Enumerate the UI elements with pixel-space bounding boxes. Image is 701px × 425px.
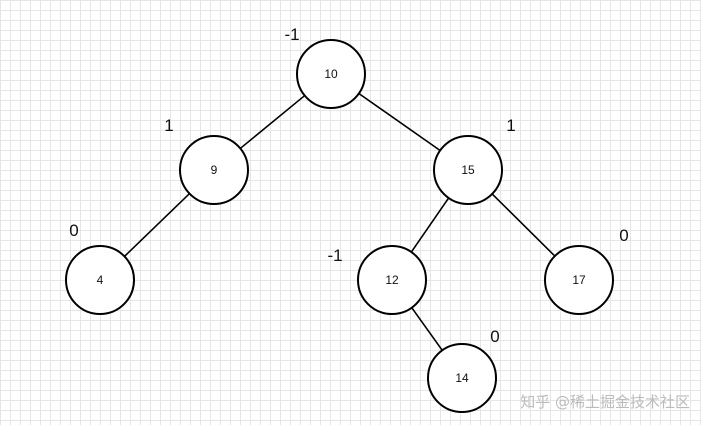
node-circle (296, 39, 366, 109)
tree-node-17: 17 0 (544, 226, 629, 315)
edge-n15-n12 (410, 197, 450, 253)
node-circle (427, 343, 497, 413)
tree-node-10: 10 -1 (284, 25, 366, 109)
node-label: 4 (97, 273, 104, 287)
watermark-text: 知乎 @稀土掘金技术社区 (520, 393, 690, 411)
node-circle (65, 245, 135, 315)
node-label: 17 (572, 273, 586, 287)
node-circle (179, 135, 249, 205)
tree-node-9: 91 (164, 116, 249, 205)
tree-node-4: 40 (65, 221, 135, 315)
edge-n10-n15 (358, 92, 441, 152)
balance-factor-label: 1 (506, 116, 515, 135)
node-label: 14 (455, 371, 469, 385)
node-label: 10 (324, 67, 338, 81)
balance-factor-label: 0 (69, 221, 78, 240)
tree-node-12: 12 -1 (327, 245, 427, 315)
node-circle (544, 245, 614, 315)
balance-factor-label: 0 (619, 226, 628, 245)
tree-node-14: 14 0 (427, 327, 500, 413)
balance-factor-label: -1 (327, 246, 342, 265)
node-label: 9 (211, 163, 218, 177)
edge-n9-n4 (123, 193, 191, 257)
node-circle (433, 135, 503, 205)
edge-n15-n17 (491, 193, 556, 257)
edge-n12-n14 (411, 307, 443, 351)
balance-factor-label: 1 (164, 116, 173, 135)
edge-n10-n9 (239, 94, 306, 150)
node-label: 15 (461, 163, 475, 177)
tree-node-15: 15 1 (433, 116, 516, 205)
balance-factor-label: -1 (284, 25, 299, 44)
balance-factor-label: 0 (490, 327, 499, 346)
node-circle (357, 245, 427, 315)
node-label: 12 (385, 273, 399, 287)
edges-layer (123, 92, 556, 351)
